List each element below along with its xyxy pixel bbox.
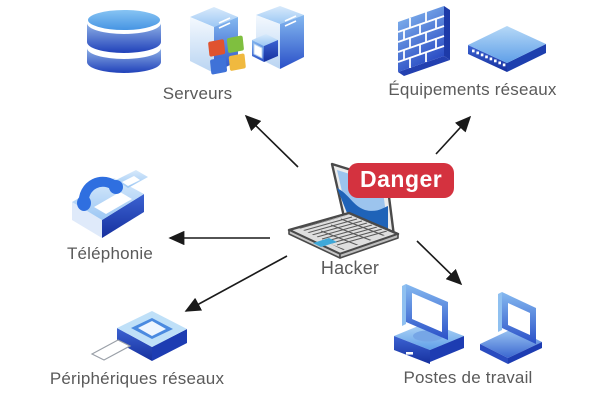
arrow-hacker-to-serveurs	[244, 114, 299, 168]
windows-logo-icon	[208, 35, 246, 75]
firewall-icon	[397, 6, 450, 76]
printer-icon	[90, 311, 187, 361]
node-label-postes-de-travail: Postes de travail	[403, 368, 533, 387]
desktop-computer-icon	[394, 284, 464, 364]
danger-badge: Danger	[348, 163, 455, 198]
arrow-hacker-to-peripheriques	[184, 255, 288, 312]
node-label-telephonie: Téléphonie	[66, 244, 154, 263]
network-switch-icon	[468, 26, 546, 72]
arrow-hacker-to-equipements	[435, 115, 472, 155]
node-label-hacker: Hacker	[320, 258, 380, 278]
node-label-serveurs: Serveurs	[162, 84, 233, 103]
arrow-hacker-to-postes	[416, 240, 463, 286]
windows-server-icon	[190, 7, 246, 75]
database-icon	[86, 8, 162, 73]
workstation-laptop-icon	[480, 292, 542, 364]
node-label-equipements-reseaux: Équipements réseaux	[388, 80, 557, 99]
server-tower-icon	[252, 6, 304, 69]
touchpad	[313, 238, 337, 247]
node-label-peripheriques-reseaux: Périphériques réseaux	[49, 369, 225, 388]
telephone-icon	[72, 170, 148, 238]
